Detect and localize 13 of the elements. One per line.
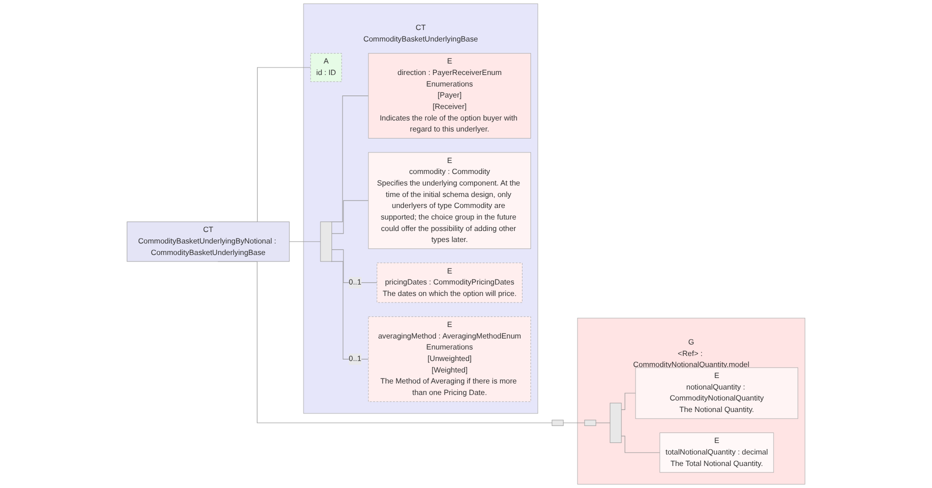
connector bbox=[332, 249, 378, 283]
node-box bbox=[584, 420, 596, 426]
node-bar bbox=[320, 222, 332, 262]
connector bbox=[330, 261, 369, 360]
connector bbox=[332, 200, 369, 234]
connector bbox=[289, 241, 321, 242]
connector bbox=[563, 422, 585, 424]
connector bbox=[596, 422, 610, 424]
node-bar bbox=[610, 402, 622, 443]
node-box bbox=[552, 420, 564, 426]
connector bbox=[621, 392, 636, 410]
connector bbox=[330, 96, 369, 222]
connector bbox=[621, 436, 660, 453]
